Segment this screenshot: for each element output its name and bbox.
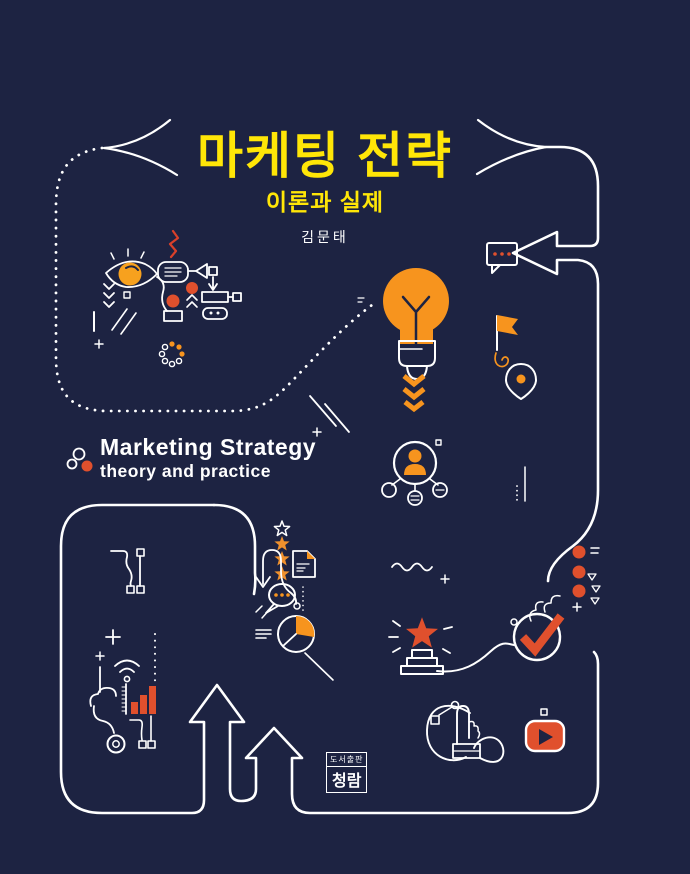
flowchart-icon: [156, 261, 242, 322]
growth-arrows-icon: [59, 503, 600, 815]
document-icon: [292, 550, 316, 578]
circuit-doodle-icon: [89, 548, 156, 754]
bullet-dots-icon: [66, 447, 93, 472]
english-subtitle: theory and practice: [100, 461, 271, 481]
flag-icon: [494, 315, 518, 368]
star-podium-icon: [388, 617, 453, 675]
english-title: Marketing Strategy: [100, 434, 317, 460]
english-title-block: Marketing Strategy theory and practice: [100, 436, 316, 481]
publisher-label: 도서출판: [326, 752, 368, 767]
dotted-path: [54, 146, 374, 413]
wifi-icon: [114, 659, 140, 683]
bullet-list-icon: [572, 545, 601, 612]
solid-path-arrow: [511, 145, 600, 583]
lightbulb-icon: [357, 268, 449, 380]
youtube-play-icon: [524, 708, 566, 753]
author-name: 김문태: [301, 229, 349, 245]
eye-icon: [105, 229, 180, 288]
squiggle-icon: [391, 562, 450, 584]
publisher-logo: 도서출판 청람: [326, 752, 368, 793]
title-bracket-left-icon: [102, 118, 179, 177]
publisher-name: 청람: [326, 767, 368, 793]
slashes-icon: [309, 395, 350, 437]
bar-chart-icon: [121, 683, 156, 715]
doodle-accents-left: [93, 283, 137, 349]
pie-chart-icon: [255, 586, 334, 681]
location-pin-icon: [505, 363, 537, 400]
checkmark-circle-icon: [510, 594, 565, 662]
book-title: 마케팅 전략: [197, 128, 453, 184]
pointing-hand-icon: [426, 700, 505, 763]
book-subtitle: 이론과 실제: [265, 189, 385, 215]
tick-line-icon: [516, 466, 526, 504]
chevrons-down-icon: [402, 374, 426, 413]
connector-line: [436, 642, 515, 673]
person-network-icon: [381, 439, 448, 506]
loop-arrow-icon: [255, 549, 301, 610]
spinner-icon: [158, 341, 185, 368]
speech-bubble-icon: [486, 242, 518, 274]
